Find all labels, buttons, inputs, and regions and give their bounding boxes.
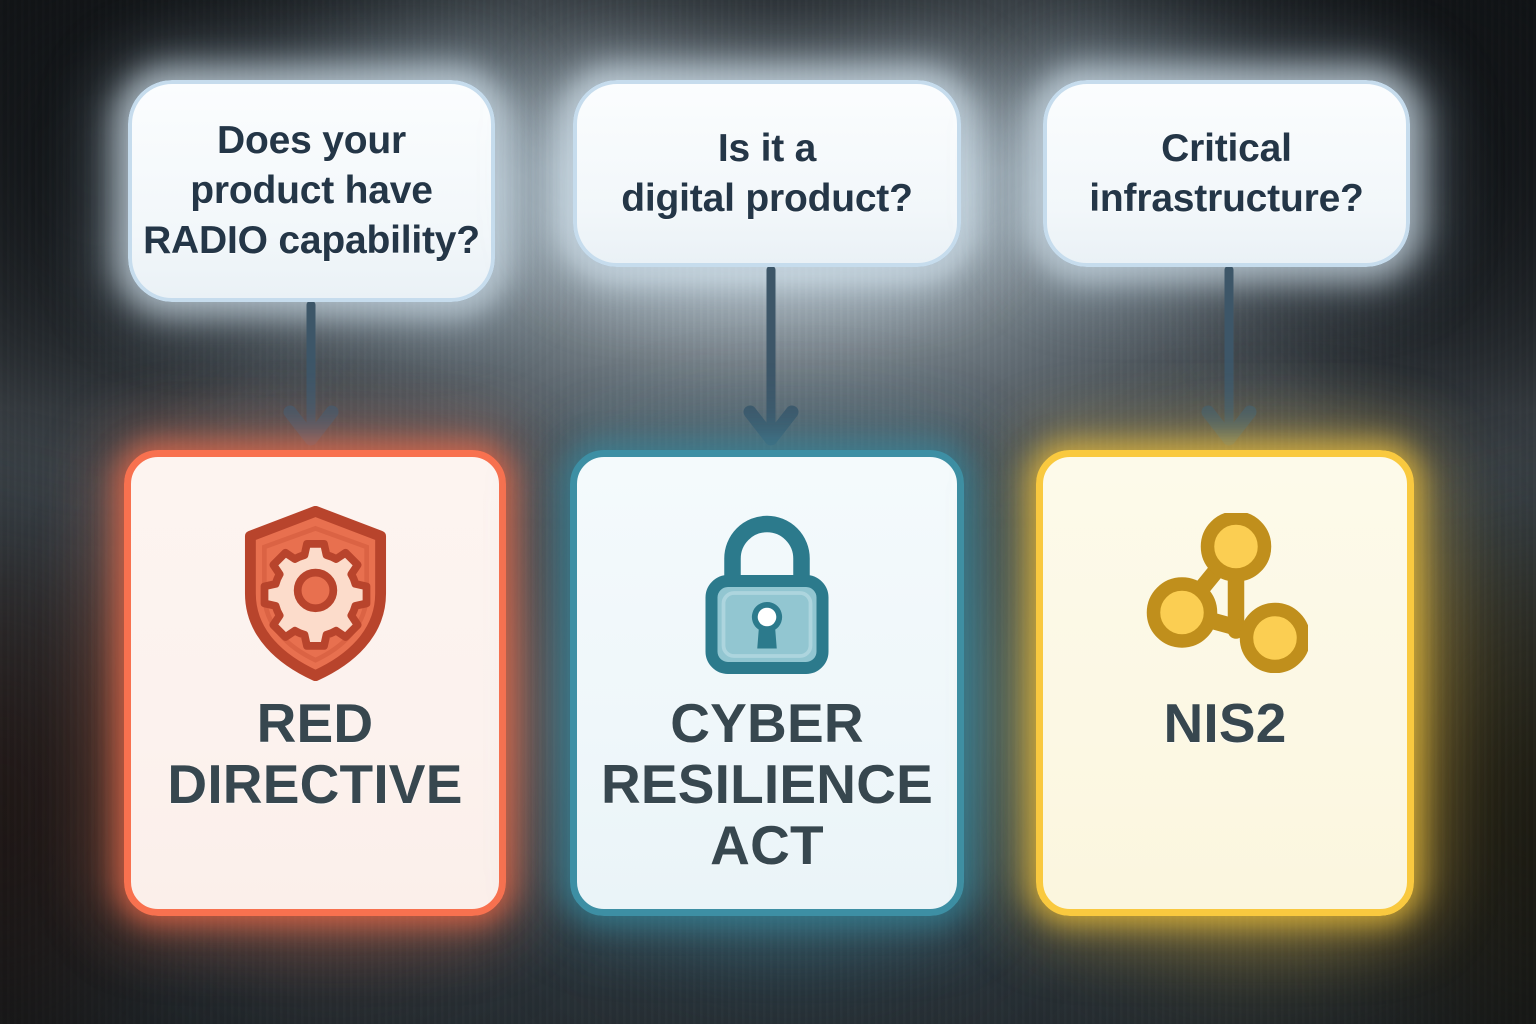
card-title: CYBER RESILIENCE ACT — [600, 692, 934, 877]
result-card-red-directive[interactable]: RED DIRECTIVE — [124, 450, 506, 916]
question-text: Does your product have RADIO capability? — [143, 119, 480, 262]
arrow-down-icon-to-cyber-resilience-act — [738, 265, 804, 450]
network-nodes-icon — [1143, 503, 1308, 683]
question-box-radio-capability[interactable]: Does your product have RADIO capability? — [128, 80, 495, 302]
result-card-cyber-resilience-act[interactable]: CYBER RESILIENCE ACT — [570, 450, 964, 916]
card-title: RED DIRECTIVE — [167, 692, 463, 816]
question-text: Is it a digital product? — [621, 126, 913, 220]
question-text: Critical infrastructure? — [1089, 126, 1364, 220]
question-box-digital-product[interactable]: Is it a digital product? — [573, 80, 961, 267]
result-card-nis2[interactable]: NIS2 — [1036, 450, 1414, 916]
arrow-down-icon-to-red-directive — [278, 300, 344, 450]
arrow-down-icon-to-nis2 — [1196, 265, 1262, 450]
shield-gear-icon — [238, 503, 393, 683]
padlock-icon — [692, 503, 842, 683]
question-box-critical-infrastructure[interactable]: Critical infrastructure? — [1043, 80, 1410, 267]
card-title: NIS2 — [1163, 692, 1287, 754]
